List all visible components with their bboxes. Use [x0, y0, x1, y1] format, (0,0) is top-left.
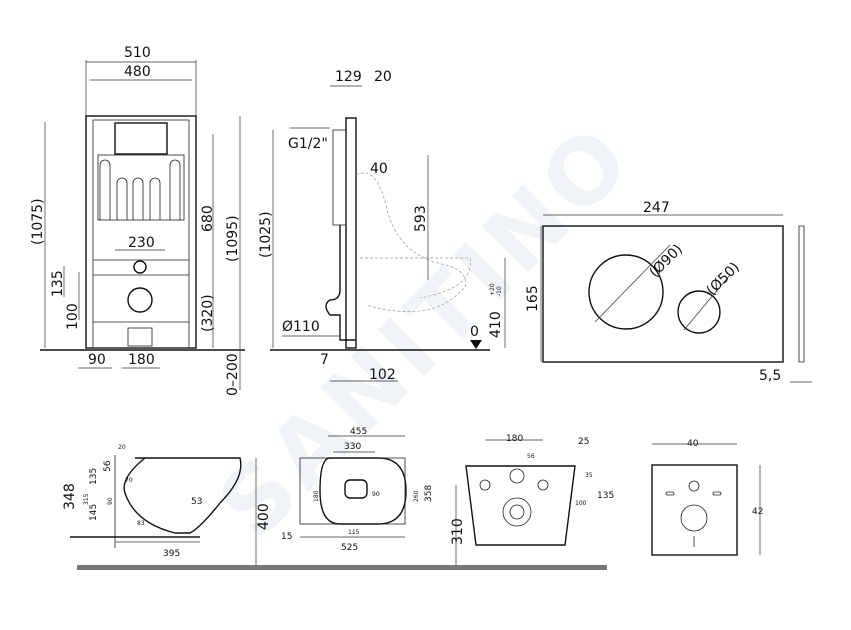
- dim-480: 480: [124, 64, 151, 80]
- top-dim-260: 260: [413, 490, 420, 502]
- dim-pipe-110: Ø110: [282, 319, 320, 335]
- tol-minus: -10: [496, 286, 503, 296]
- dim-0-200: 0–200: [225, 353, 241, 396]
- dim-230: 230: [128, 235, 155, 251]
- bowl-dim-315: 315: [83, 493, 90, 505]
- zero-level-label: 0: [470, 324, 479, 340]
- dim-320: (320): [200, 294, 216, 332]
- frame-front-view: 510 480 (1075) 680 (320) (1095) 0–200 23…: [30, 45, 245, 396]
- bowl-dim-348: 348: [62, 483, 78, 510]
- back-dim-25: 25: [578, 437, 589, 447]
- frame-side-view: (1025) 129 20 G1/2" 40 593 410 +20 -10 Ø…: [258, 69, 506, 383]
- dim-7: 7: [320, 352, 329, 368]
- button-large-diameter: (Ø90): [647, 241, 686, 280]
- back-dim-135: 135: [597, 491, 614, 501]
- top-dim-455: 455: [350, 427, 367, 437]
- bowl-dim-83: 83: [137, 520, 145, 527]
- dim-593: 593: [413, 205, 429, 232]
- plate-width: 247: [643, 200, 670, 216]
- dim-680: 680: [200, 205, 216, 232]
- bowl-dim-400: 400: [256, 503, 272, 530]
- zero-level-marker-icon: [470, 340, 482, 349]
- bowl-top-view: 455 330 180 90 260 358 15 115 525: [281, 427, 434, 553]
- top-dim-180: 180: [313, 490, 320, 502]
- dim-135: 135: [50, 270, 66, 297]
- back-dim-310: 310: [450, 518, 466, 545]
- bowl-dim-90: 90: [107, 497, 114, 505]
- dim-180: 180: [128, 352, 155, 368]
- dim-102: 102: [369, 367, 396, 383]
- back-dim-180: 180: [506, 434, 523, 444]
- dim-90: 90: [88, 352, 106, 368]
- bowl-dim-145: 145: [89, 504, 99, 521]
- dim-510: 510: [124, 45, 151, 61]
- top-dim-115: 115: [348, 529, 360, 536]
- bowl-dim-53: 53: [191, 497, 202, 507]
- top-dim-90: 90: [372, 491, 380, 498]
- top-dim-330: 330: [344, 442, 361, 452]
- dim-410: 410: [488, 311, 504, 338]
- bowl-dim-20: 20: [118, 444, 126, 451]
- floor-line: [77, 565, 607, 570]
- bowl-dim-70: 70: [125, 477, 133, 484]
- dim-129: 129: [335, 69, 362, 85]
- back-dim-56: 56: [527, 453, 535, 460]
- pad-width: 40: [687, 439, 699, 449]
- dim-40: 40: [370, 161, 388, 177]
- dim-1025: (1025): [258, 211, 274, 258]
- dim-100: 100: [65, 303, 81, 330]
- bowl-dim-135: 135: [89, 468, 99, 485]
- back-dim-100: 100: [575, 500, 587, 507]
- back-dim-35: 35: [585, 472, 593, 479]
- top-dim-525: 525: [341, 543, 358, 553]
- dim-1095: (1095): [225, 215, 241, 262]
- bowl-side-view: 348 56 135 145 20 70 315 90 83 53 395 40…: [62, 444, 272, 565]
- bowl-dim-56: 56: [103, 460, 113, 472]
- top-dim-15: 15: [281, 532, 292, 542]
- plate-depth: 5,5: [759, 368, 781, 384]
- bowl-dim-395: 395: [163, 549, 180, 559]
- pad-height: 42: [752, 507, 763, 517]
- button-small-diameter: (Ø50): [704, 259, 743, 298]
- sound-pad: 40 42: [651, 439, 763, 556]
- dim-1075: (1075): [30, 198, 46, 245]
- plate-height: 165: [525, 285, 541, 312]
- dim-20: 20: [374, 69, 392, 85]
- top-dim-358: 358: [424, 485, 434, 502]
- bowl-back-view: 180 25 56 35 100 135 310: [450, 434, 614, 565]
- thread-g12: G1/2": [288, 136, 328, 152]
- tol-plus: +20: [489, 283, 496, 296]
